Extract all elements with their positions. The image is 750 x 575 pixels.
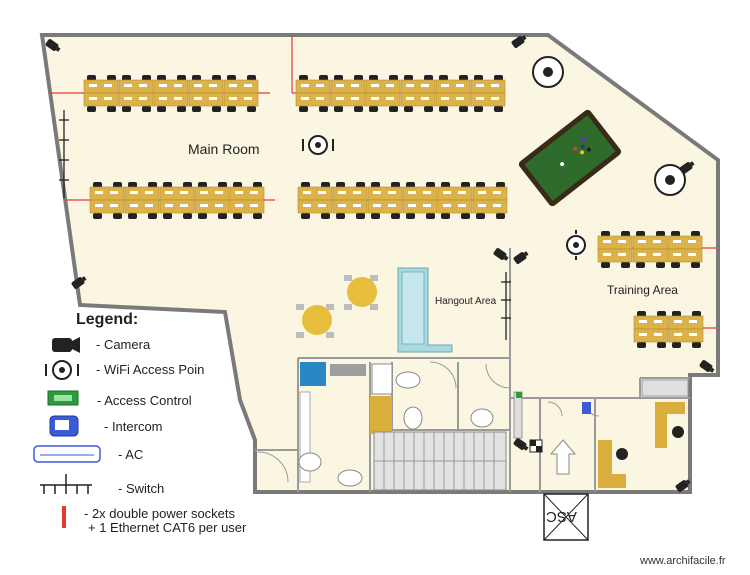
entrance [513,391,591,475]
camera-icon [71,276,87,289]
legend-label-switch: - Switch [118,481,165,496]
ceiling-unit-2 [654,164,686,196]
desk-pair [402,182,438,219]
desk-pair [632,231,668,268]
camera-icon [675,479,691,492]
room-label-training: Training Area [607,283,678,297]
doors [257,361,600,483]
access-control-icon [47,390,79,406]
camera-icon [699,360,715,373]
desk-pair [229,182,265,219]
switch-vertical-2 [501,272,511,340]
desk-pair [633,311,669,348]
power-line-icon [62,506,66,528]
office [598,379,689,488]
legend-icons [33,337,101,528]
legend-label-wifi: - WiFi Access Poin [96,362,205,377]
camera-icon [511,35,527,48]
desk-pair [330,75,366,112]
desk-pair [118,75,154,112]
intercom-icon [582,402,591,414]
desk-rows [83,75,704,348]
intercom-icon [49,415,79,437]
legend-label-intercom: - Intercom [104,419,163,434]
staircase [373,431,507,491]
desk-pair [400,75,436,112]
desk-pair [295,75,331,112]
camera-icon [493,248,509,261]
switch-vertical-1 [59,110,69,198]
entrance-arrow [549,439,577,475]
desk-pair [89,182,125,219]
desk-pair [472,182,508,219]
wifi-access-point-icon [302,135,334,155]
desk-pair [597,231,633,268]
switch-icon [40,474,92,494]
wifi-access-point-icon [45,360,79,380]
desk-pair [83,75,119,112]
ac-icon [33,445,101,463]
wifi-access-point-icon [566,230,586,260]
desk-pair [124,182,160,219]
desk-pair [297,182,333,219]
legend-label-power-2: + 1 Ethernet CAT6 per user [88,520,247,535]
room-label-main: Main Room [188,141,260,157]
desk-pair [365,75,401,112]
desk-pair [194,182,230,219]
round-table-2 [296,304,334,338]
camera-icon [45,39,61,52]
desk-pair [470,75,506,112]
desk-pair [437,182,473,219]
desk-pair [188,75,224,112]
legend-title: Legend: [76,311,139,328]
room-label-hangout: Hangout Area [435,296,497,307]
desk-pair [153,75,189,112]
desk-pair [667,231,703,268]
round-table-1 [344,275,378,310]
desk-pair [668,311,704,348]
legend-label-access-control: - Access Control [97,393,192,408]
ceiling-unit-1 [532,56,564,88]
elevator [543,493,589,541]
access-control-icon [516,392,522,398]
desk-pair [435,75,471,112]
pool-table [518,109,622,207]
desk-pair [159,182,195,219]
desk-pair [223,75,259,112]
desk-pair [367,182,403,219]
camera-icon [52,337,80,353]
sofa [397,267,453,353]
legend-label-power-1: - 2x double power sockets [84,506,236,521]
camera-icon [513,438,529,451]
toilets [298,371,494,487]
legend-label-camera: - Camera [96,337,151,352]
watermark: www.archifacile.fr [640,555,726,567]
legend-label-ac: - AC [118,447,144,462]
desk-pair [332,182,368,219]
kitchenette [299,362,393,483]
elevator-label: ASC [546,508,577,525]
camera-icon [513,251,529,264]
